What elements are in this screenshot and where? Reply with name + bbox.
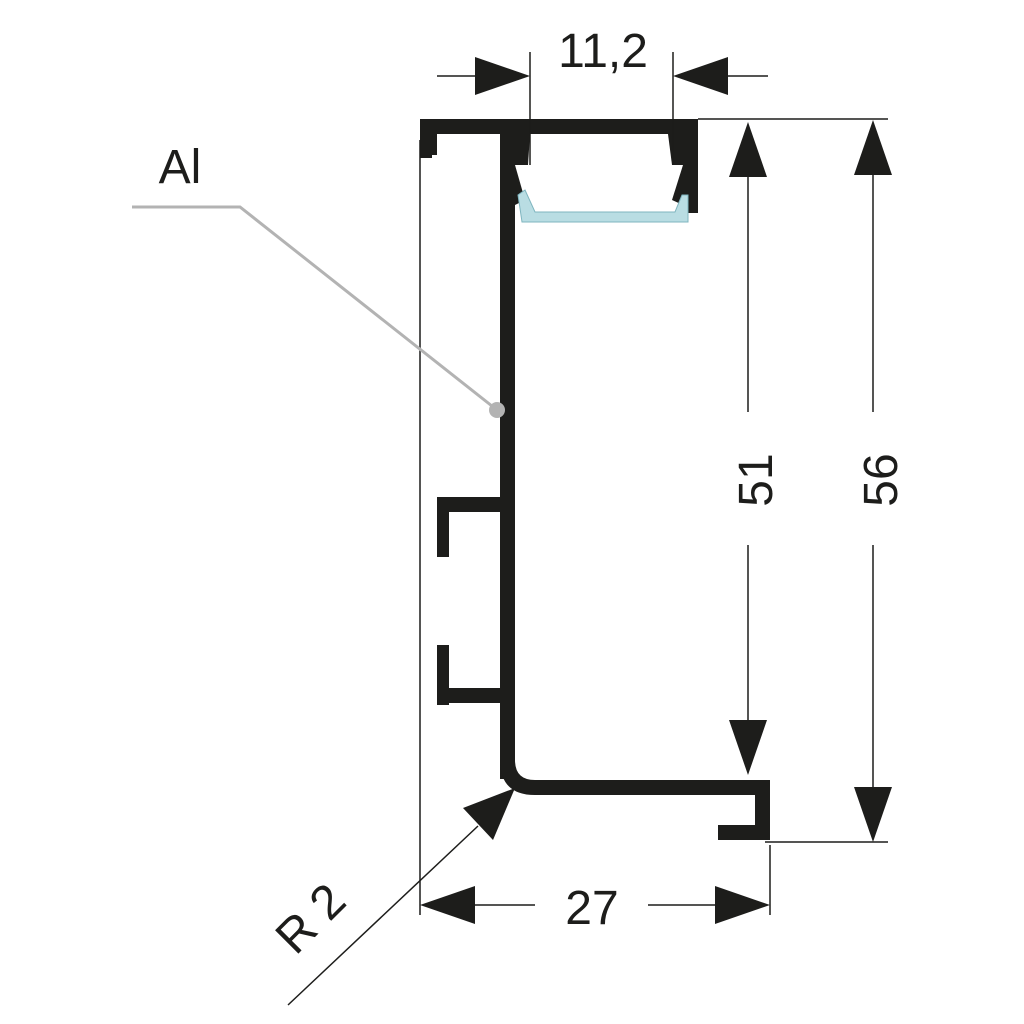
dimension-label-radius: R 2 (266, 874, 356, 964)
profile-top-flange (420, 119, 698, 134)
dimension-inner-height: 51 (729, 122, 783, 775)
arrow-head-up-icon (729, 122, 767, 177)
channel-upper-side (437, 497, 449, 557)
dimension-label-total-height: 56 (855, 453, 908, 506)
arrow-head-down-icon (854, 787, 892, 842)
dimension-label-top-opening: 11,2 (558, 25, 648, 78)
leader-dot-icon (489, 402, 505, 418)
dimension-label-width: 27 (565, 882, 618, 935)
dimension-label-inner-height: 51 (730, 453, 783, 506)
profile-web (500, 119, 515, 779)
material-label: Al (159, 141, 202, 194)
arrow-head-left-icon (673, 57, 728, 95)
material-leader: Al (132, 141, 505, 418)
aluminium-profile (420, 119, 770, 840)
extension-lines (419, 52, 888, 915)
dimension-width: 27 (420, 882, 770, 935)
arrow-head-right-icon (475, 57, 530, 95)
diffuser-cover (517, 189, 689, 223)
dimension-top-opening: 11,2 (437, 25, 768, 95)
dimension-radius: R 2 (266, 788, 515, 1006)
channel-upper-top (437, 497, 500, 512)
profile-inner-clip-right (668, 134, 683, 165)
profile-inner-clip-left (515, 134, 530, 165)
arrow-head-diagonal-icon (463, 788, 515, 840)
arrow-head-left-icon (420, 886, 475, 924)
profile-left-lip-hook (420, 140, 432, 158)
dimension-total-height: 56 (854, 120, 908, 842)
profile-bottom-flange (500, 760, 770, 795)
profile-bottom-hook-foot (718, 825, 770, 840)
profile-right-lip (683, 119, 698, 213)
profile-inner-tooth-right (672, 165, 683, 205)
arrow-head-up-icon (854, 120, 892, 175)
channel-lower-bottom (437, 688, 500, 703)
arrow-head-down-icon (729, 720, 767, 775)
arrow-head-right-icon (715, 886, 770, 924)
